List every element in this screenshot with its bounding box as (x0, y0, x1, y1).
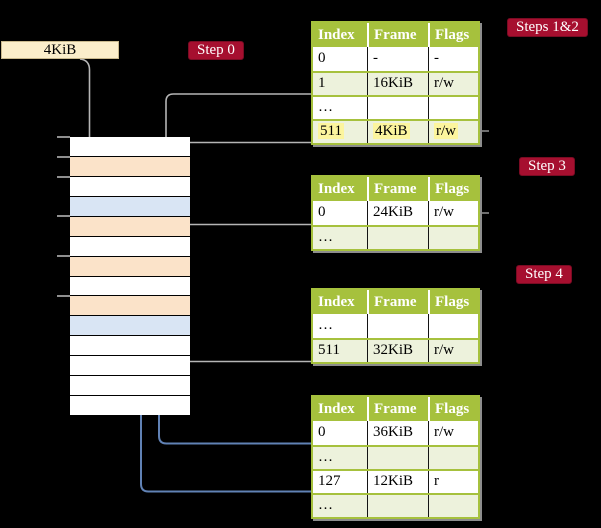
table-cell: r/w (428, 421, 478, 445)
tick-mark (57, 255, 70, 257)
table-cell: 36KiB (367, 421, 428, 445)
table-row: … (313, 225, 478, 249)
table-row: … (313, 95, 478, 119)
table-row: … (313, 314, 478, 338)
header-cell: Index (318, 401, 355, 417)
table-cell (367, 314, 428, 338)
table-cell (428, 495, 478, 517)
header-cell: Frame (367, 177, 428, 201)
header-cell: Index (318, 181, 355, 197)
table-cell: - (367, 47, 428, 71)
tick-mark (57, 176, 70, 178)
memory-row (70, 336, 190, 356)
header-cell: Flags (428, 397, 478, 421)
memory-row (70, 137, 190, 156)
table-cell (367, 495, 428, 517)
step0-badge: Step 0 (188, 41, 244, 60)
memory-row (70, 216, 190, 236)
table-cell: 24KiB (367, 201, 428, 225)
highlighted-value: 4KiB (373, 123, 410, 139)
table-cell: … (318, 497, 333, 513)
table-cell: 127 (318, 473, 341, 489)
step3-badge: Step 3 (519, 157, 575, 176)
memory-row (70, 236, 190, 256)
table-cell: r/w (428, 340, 478, 362)
header-cell: Flags (428, 290, 478, 314)
memory-row (70, 356, 190, 376)
table-cell: 0 (318, 50, 326, 66)
memory-column (70, 137, 190, 415)
memory-row (70, 296, 190, 316)
table-cell: r/w (428, 121, 478, 143)
header-cell: Flags (428, 23, 478, 47)
table-cell: r (428, 471, 478, 493)
table-cell: - (428, 47, 478, 71)
table-row: 511 4KiB r/w (313, 119, 478, 143)
table-cell: … (318, 229, 333, 245)
steps12-badge: Steps 1&2 (507, 18, 588, 37)
step4-badge: Step 4 (516, 265, 572, 284)
table-cell (428, 447, 478, 469)
table-cell (428, 314, 478, 338)
table-cell: 0 (318, 204, 326, 220)
connector-stub (482, 212, 489, 214)
table-cell: … (318, 99, 333, 115)
table-row: … (313, 493, 478, 517)
table-cell: 0 (318, 424, 326, 440)
tick-mark (57, 136, 70, 138)
memory-row (70, 176, 190, 196)
table-cell (428, 97, 478, 119)
table-cell: … (318, 449, 333, 465)
memory-row (70, 276, 190, 296)
table-cell: 16KiB (367, 73, 428, 95)
header-cell: Index (318, 294, 355, 310)
table-cell: 511 (318, 342, 340, 358)
table-cell: … (318, 317, 333, 333)
memory-row (70, 316, 190, 336)
table-cell: r/w (428, 201, 478, 225)
memory-row (70, 396, 190, 415)
table-cell (367, 227, 428, 249)
table-cell: 4KiB (367, 121, 428, 143)
header-cell: Frame (367, 23, 428, 47)
memory-row (70, 196, 190, 216)
table-cell: 32KiB (367, 340, 428, 362)
tick-mark (57, 295, 70, 297)
tick-mark (57, 156, 70, 158)
header-cell: Flags (428, 177, 478, 201)
memory-row (70, 256, 190, 276)
header-cell: Frame (367, 290, 428, 314)
highlighted-value: 511 (318, 123, 344, 139)
table-cell: 12KiB (367, 471, 428, 493)
highlighted-value: r/w (434, 123, 458, 139)
tick-mark (57, 215, 70, 217)
table-cell (367, 447, 428, 469)
table-cell: r/w (428, 73, 478, 95)
frame-size-box: 4KiB (1, 41, 119, 59)
memory-row (70, 156, 190, 176)
connector-stub (482, 130, 489, 132)
table-row: 0 -- (313, 47, 478, 71)
table-cell: 1 (318, 75, 326, 91)
memory-row (70, 376, 190, 396)
table-cell (367, 97, 428, 119)
table-row: … (313, 445, 478, 469)
table-cell: 511 (313, 121, 367, 143)
table-cell (428, 227, 478, 249)
header-cell: Frame (367, 397, 428, 421)
header-cell: Index (318, 27, 355, 43)
